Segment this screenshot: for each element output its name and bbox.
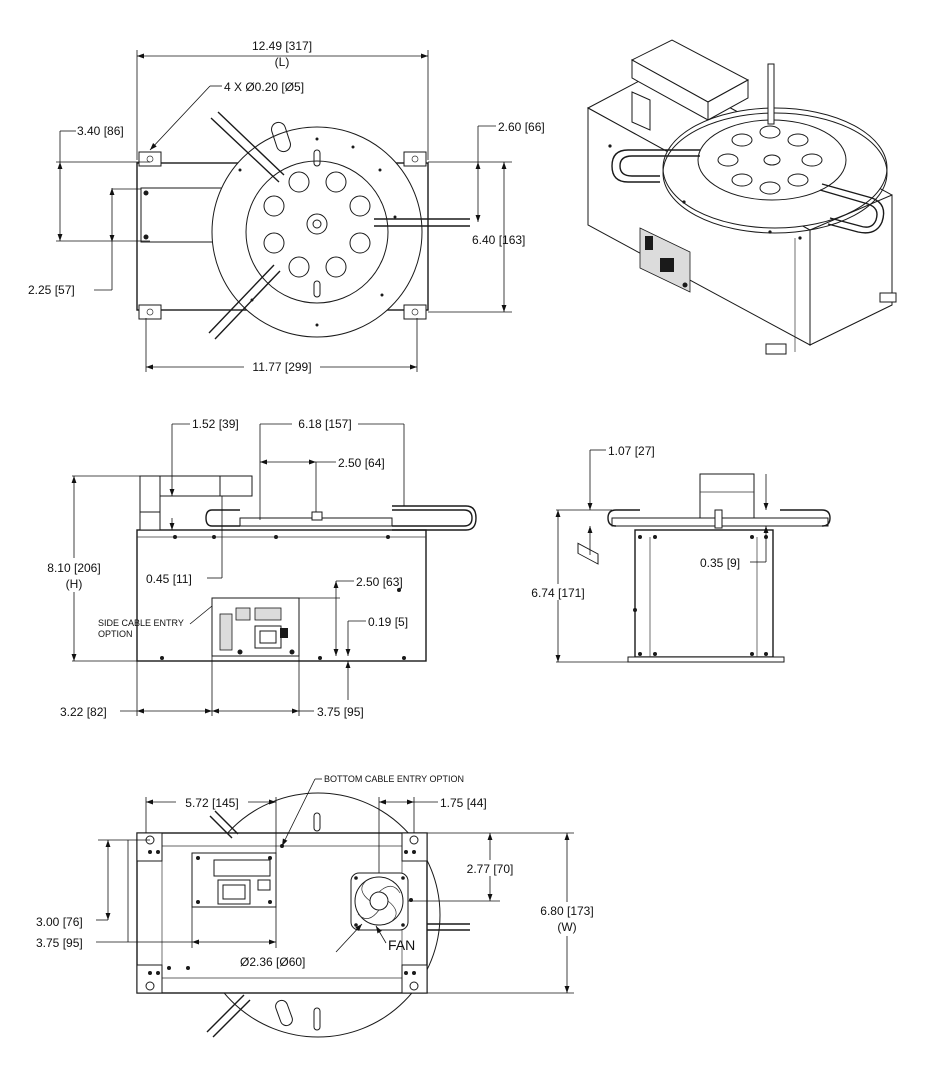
top-view-dots [238, 137, 397, 327]
panel-power-inlet [254, 625, 282, 649]
dim-side-height: 6.74 [171] [531, 586, 584, 600]
dim-3-75: 3.75 [95] [36, 936, 83, 950]
dim-hole-offset: 3.40 [86] [77, 124, 124, 138]
top-view-slot [271, 121, 291, 153]
top-view-arms [208, 111, 470, 340]
dim-base-length: 11.77 [299] [252, 360, 311, 374]
dim-pillar-width: 1.52 [39] [192, 417, 239, 431]
dim-left-offset: 3.22 [82] [60, 705, 107, 719]
dim-panel-height: 2.50 [63] [356, 575, 403, 589]
dim-panel-width: 3.75 [95] [317, 705, 364, 719]
iso-arms [611, 149, 885, 234]
top-view-hub [306, 213, 328, 235]
front-view: 8.10 [206] (H) 1.52 [39] 6.18 [157] 2.50… [40, 416, 477, 719]
dim-front-height-letter: (H) [66, 577, 83, 591]
dim-length: 12.49 [317] [252, 39, 312, 53]
top-ear-br [403, 304, 427, 320]
dim-length-letter: (L) [275, 55, 290, 69]
dim-width-letter: (W) [557, 920, 576, 934]
bottom-view: 5.72 [145] BOTTOM CABLE ENTRY OPTION 1.7… [36, 774, 604, 1038]
top-view: 12.49 [317] (L) 4 X Ø0.20 [Ø5] 3.40 [86]… [28, 39, 545, 374]
side-view-dots [633, 535, 768, 656]
dim-top-offset: 0.45 [11] [146, 572, 192, 586]
dim-panel-offset: 5.72 [145] [185, 796, 238, 810]
dim-fan-offset-x: 1.75 [44] [440, 796, 487, 810]
dim-holes: 4 X Ø0.20 [Ø5] [224, 80, 304, 94]
top-view-carousel [211, 126, 423, 338]
panel-rj45 [235, 607, 251, 621]
dim-front-height: 8.10 [206] [47, 561, 100, 575]
dim-depth: 6.40 [163] [472, 233, 525, 247]
dim-width: 6.80 [173] [540, 904, 593, 918]
front-view-body [136, 529, 427, 662]
iso-post [767, 63, 775, 125]
panel-dsub-vertical [219, 613, 233, 651]
front-view-dots [160, 535, 406, 660]
dim-right-offset: 2.60 [66] [498, 120, 545, 134]
dim-plate-offset: 2.25 [57] [28, 283, 75, 297]
panel-db9 [254, 607, 282, 621]
top-view-tray-holes [263, 171, 371, 278]
iso-tray [697, 119, 847, 201]
isometric-view [577, 39, 897, 565]
fan-label: FAN [388, 937, 415, 953]
side-view-body [634, 529, 774, 658]
iso-dots [608, 144, 802, 240]
side-view-bracket [699, 473, 755, 521]
dim-table-span: 6.18 [157] [298, 417, 351, 431]
note-bottom-cable: BOTTOM CABLE ENTRY OPTION [324, 774, 464, 784]
iso-tray-holes [717, 125, 823, 195]
dim-3-00: 3.00 [76] [36, 915, 83, 929]
bottom-view-fan [350, 872, 409, 931]
dim-fan-offset-y: 2.77 [70] [467, 862, 514, 876]
dim-center-offset: 2.50 [64] [338, 456, 385, 470]
note-side-cable-2: OPTION [98, 629, 133, 639]
bottom-view-dots [148, 844, 416, 975]
bottom-view-arms [206, 810, 470, 1038]
top-ear-tl [138, 151, 162, 167]
dim-fan-diameter: Ø2.36 [Ø60] [240, 955, 305, 969]
dim-bottom-gap: 0.19 [5] [368, 615, 408, 629]
top-ear-tr [403, 151, 427, 167]
top-view-tray [245, 160, 389, 304]
dim-rim-offset: 0.35 [9] [700, 556, 740, 570]
dim-table-thickness: 1.07 [27] [608, 444, 655, 458]
side-view: 1.07 [27] 6.74 [171] 0.35 [9] [522, 444, 831, 663]
note-side-cable-1: SIDE CABLE ENTRY [98, 618, 184, 628]
top-ear-bl [138, 304, 162, 320]
